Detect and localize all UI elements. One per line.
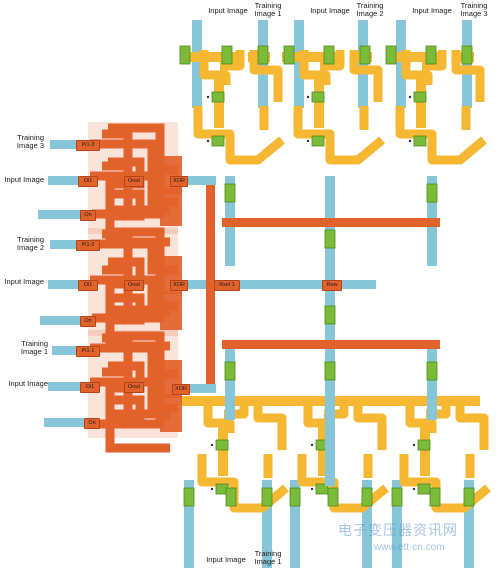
top-green-gates: [179, 45, 473, 65]
oout-box-unit-3: Oout: [124, 382, 144, 393]
lower-blue-inputs: [184, 480, 474, 568]
top-label-training-image-3: Training Image 3: [460, 1, 488, 18]
watermark-url: www.ett-cn.com: [374, 542, 445, 553]
orange-xor-blocks: [88, 122, 182, 448]
watermark-cn: 电子变压器资讯网: [338, 522, 458, 538]
left-label-input-image-c: Input Image: [8, 379, 48, 388]
oout-box-unit-2: Oout: [124, 280, 144, 291]
xor-box-unit-3: XOR: [172, 384, 190, 395]
on-box-unit-2: On: [80, 316, 96, 327]
rsel-box: Rsel 1: [214, 280, 240, 291]
rew-box: Rew: [322, 280, 342, 291]
oi-box-unit-2: Oi1: [78, 280, 98, 291]
top-label-input-image-2: Input Image: [310, 6, 350, 15]
oi-box-unit-3: Oi1: [80, 382, 100, 393]
xor-box-unit-2: XOR: [170, 280, 188, 291]
top-label-input-image-3: Input Image: [412, 6, 452, 15]
central-bus: [178, 176, 440, 486]
left-label-training-image-2: Training Image 2: [16, 235, 44, 252]
xor-box-unit-1: XOR: [170, 176, 188, 187]
on-box-unit-1: On: [80, 210, 96, 221]
left-label-input-image-a: Input Image: [4, 175, 44, 184]
pi-box-unit-3: Pi1-1: [76, 346, 100, 357]
oout-box-unit-1: Oout: [124, 176, 144, 187]
top-yellow-cells: [180, 50, 484, 160]
oi-box-unit-1: Oi1: [78, 176, 98, 187]
bottom-label-training-image-1: Training Image 1: [254, 549, 282, 566]
left-label-training-image-3: Training Image 3: [16, 133, 44, 150]
left-label-training-image-1: Training Image 1: [20, 339, 48, 356]
top-label-input-image-1: Input Image: [208, 6, 248, 15]
top-label-training-image-2: Training Image 2: [356, 1, 384, 18]
pi-box-unit-1: Pi1-3: [76, 140, 100, 151]
left-label-input-image-b: Input Image: [4, 277, 44, 286]
bus-green-gates: [224, 183, 438, 381]
on-box-unit-3: On: [84, 418, 100, 429]
bottom-green-gates: [183, 487, 475, 507]
top-label-training-image-1: Training Image 1: [254, 1, 282, 18]
bottom-label-input-image: Input Image: [206, 555, 246, 564]
pi-box-unit-2: Pi1-2: [76, 240, 100, 251]
left-blue-inputs: [38, 140, 216, 427]
